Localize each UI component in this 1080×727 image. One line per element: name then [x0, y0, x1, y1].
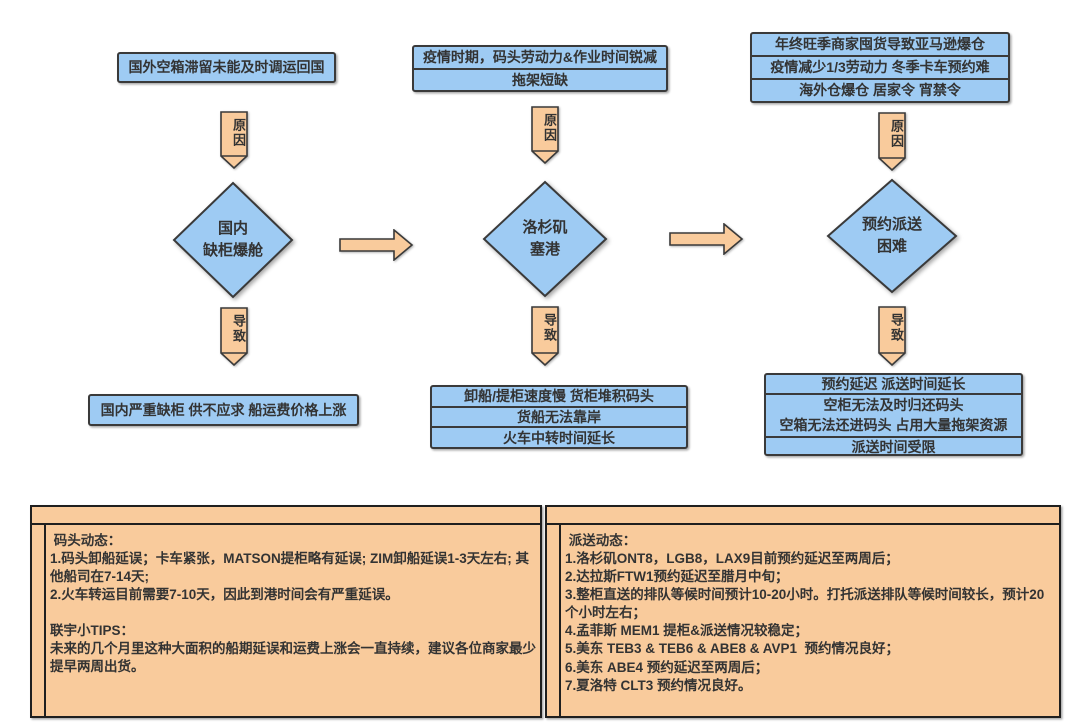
effect-box-domestic: 国内严重缺柜 供不应求 船运费价格上涨 — [88, 394, 359, 426]
flow-arrow-right-2 — [669, 223, 744, 255]
note-table-delivery-status: 派送动态： 1.洛杉矶ONT8，LGB8，LAX9目前预约延迟至两周后； 2.达… — [545, 505, 1061, 718]
cause-box-delivery: 年终旺季商家囤货导致亚马逊爆仓 疫情减少1/3劳动力 冬季卡车预约难 海外仓爆仓… — [750, 32, 1010, 103]
note-table-header-row — [547, 507, 1059, 525]
note-table-left-column — [547, 525, 561, 716]
cause-arrow-banner-delivery: 原因 — [878, 112, 906, 171]
effect-arrow-banner-la-port: 导致 — [531, 306, 559, 366]
note-table-header-row — [32, 507, 540, 525]
cause-text: 国外空箱滞留未能及时调运回国 — [128, 59, 325, 76]
effect-box-la-port: 卸船/提柜速度慢 货柜堆积码头 货船无法靠岸 火车中转时间延长 — [430, 385, 688, 449]
delivery-status-title: 派送动态： — [565, 533, 637, 548]
effect-text-line: 空箱无法还进码头 占用大量拖架资源 — [779, 417, 1008, 434]
effect-text: 火车中转时间延长 — [432, 426, 686, 447]
port-status-title: 码头动态： — [50, 533, 122, 548]
cause-text: 疫情时期，码头劳动力&作业时间锐减 — [422, 49, 658, 66]
pennant-down-icon — [878, 112, 906, 171]
cause-text: 拖架短缺 — [414, 67, 666, 91]
effect-arrow-banner-domestic: 导致 — [220, 307, 248, 366]
delivery-status-line: 6.美东 ABE4 预约延迟至两周后； — [565, 659, 769, 675]
note-table-left-column — [32, 525, 46, 716]
cause-label: 原因 — [231, 118, 246, 148]
tips-title: 联宇小TIPS： — [50, 623, 135, 639]
diamond-line-1: 国内 — [217, 220, 248, 238]
flow-arrow-right-1 — [339, 229, 414, 261]
spacer — [50, 604, 536, 622]
effect-text-multiline: 空柜无法及时归还码头 空箱无法还进码头 占用大量拖架资源 — [766, 393, 1021, 436]
diamond-shape-icon — [826, 178, 958, 294]
delivery-status-line: 4.孟菲斯 MEM1 提柜&派送情况较稳定； — [565, 623, 809, 639]
delivery-status-line: 1.洛杉矶ONT8，LGB8，LAX9目前预约延迟至两周后； — [565, 551, 899, 567]
block-arrow-right-icon — [669, 223, 744, 255]
diamond-line-2: 塞港 — [529, 241, 560, 258]
pennant-down-icon — [220, 307, 248, 366]
delivery-status-line: 3.整柜直送的排队等候时间预计10-20小时。打托派送排队等候时间较长，预计20… — [565, 587, 1045, 621]
diamond-domestic-container-shortage: 国内 缺柜爆舱 — [172, 181, 294, 299]
diamond-line-1: 洛杉矶 — [522, 219, 568, 237]
pennant-down-icon — [531, 306, 559, 366]
effect-label: 导致 — [889, 313, 904, 343]
cause-box-la-port: 疫情时期，码头劳动力&作业时间锐减 拖架短缺 — [412, 45, 668, 92]
effect-label: 导致 — [231, 314, 246, 344]
cause-box-domestic: 国外空箱滞留未能及时调运回国 — [117, 52, 336, 83]
cause-text: 年终旺季商家囤货导致亚马逊爆仓 — [775, 36, 985, 53]
delivery-status-line: 2.达拉斯FTW1预约延迟至腊月中旬； — [565, 569, 789, 585]
effect-text: 预约延迟 派送时间延长 — [821, 376, 966, 392]
effect-text-line: 空柜无法及时归还码头 — [823, 397, 964, 414]
port-status-line: 1.码头卸船延误；卡车紧张，MATSON提柜略有延误; ZIM卸船延误1-3天左… — [50, 551, 529, 585]
cause-text: 海外仓爆仓 居家令 宵禁令 — [752, 78, 1008, 101]
effect-label: 导致 — [542, 313, 557, 343]
diamond-line-2: 困难 — [876, 238, 907, 255]
delivery-status-line: 7.夏洛特 CLT3 预约情况良好。 — [565, 677, 752, 693]
diamond-la-congestion: 洛杉矶 塞港 — [482, 180, 608, 298]
cause-arrow-banner-la-port: 原因 — [531, 106, 559, 164]
pennant-down-icon — [220, 111, 248, 169]
effect-text: 国内严重缺柜 供不应求 船运费价格上涨 — [100, 401, 347, 418]
delivery-status-line: 5.美东 TEB3 & TEB6 & ABE8 & AVP1 预约情况良好； — [565, 641, 900, 657]
port-status-content: 码头动态： 1.码头卸船延误；卡车紧张，MATSON提柜略有延误; ZIM卸船延… — [46, 525, 540, 716]
pennant-down-icon — [878, 306, 906, 366]
cause-label: 原因 — [889, 119, 904, 149]
cause-label: 原因 — [542, 113, 557, 143]
diamond-line-2: 缺柜爆舱 — [202, 242, 263, 259]
effect-text: 派送时间受限 — [766, 435, 1021, 456]
cause-text: 疫情减少1/3劳动力 冬季卡车预约难 — [752, 55, 1008, 78]
diamond-shape-icon — [482, 180, 608, 298]
effect-text: 卸船/提柜速度慢 货柜堆积码头 — [464, 388, 654, 405]
diamond-delivery-difficulty: 预约派送 困难 — [826, 178, 958, 294]
effect-text: 货船无法靠岸 — [432, 405, 686, 427]
effect-box-delivery: 预约延迟 派送时间延长 空柜无法及时归还码头 空箱无法还进码头 占用大量拖架资源… — [764, 373, 1023, 456]
note-table-port-status: 码头动态： 1.码头卸船延误；卡车紧张，MATSON提柜略有延误; ZIM卸船延… — [30, 505, 542, 718]
tips-line: 未来的几个月里这种大面积的船期延误和运费上涨会一直持续，建议各位商家最少提早两周… — [50, 641, 536, 675]
cause-arrow-banner-domestic: 原因 — [220, 111, 248, 169]
diamond-shape-icon — [172, 181, 294, 299]
diamond-line-1: 预约派送 — [861, 216, 922, 234]
block-arrow-right-icon — [339, 229, 414, 261]
delivery-status-content: 派送动态： 1.洛杉矶ONT8，LGB8，LAX9目前预约延迟至两周后； 2.达… — [561, 525, 1059, 716]
effect-arrow-banner-delivery: 导致 — [878, 306, 906, 366]
pennant-down-icon — [531, 106, 559, 164]
port-status-line: 2.火车转运目前需要7-10天，因此到港时间会有严重延误。 — [50, 587, 399, 603]
